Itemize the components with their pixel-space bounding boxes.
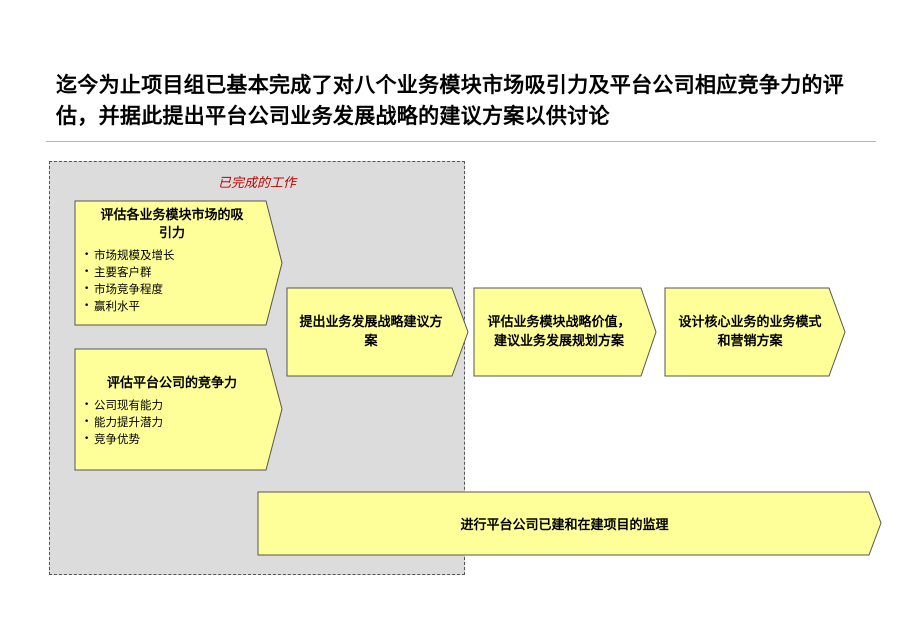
list-item: 竞争优势 — [84, 431, 266, 448]
chevron-business-model-design — [664, 287, 846, 377]
step-project-monitoring: 进行平台公司已建和在建项目的监理 — [460, 518, 669, 533]
market-bullet-list: 市场规模及增长 主要客户群 市场竞争程度 赢利水平 — [84, 247, 266, 315]
step-market-heading: 评估各业务模块市场的吸引力 — [100, 208, 244, 241]
step-platform-competitiveness: 评估平台公司的竞争力 公司现有能力 能力提升潜力 竞争优势 — [78, 375, 266, 465]
chevron-strategic-valuation — [473, 287, 657, 377]
step-competitiveness-heading: 评估平台公司的竞争力 — [106, 376, 237, 391]
step-strategic-valuation: 评估业务模块战略价值，建议业务发展规划方案 — [487, 315, 631, 349]
list-item: 赢利水平 — [84, 298, 266, 315]
chevron-strategy-proposal — [286, 287, 469, 377]
step-strategy-proposal: 提出业务发展战略建议方案 — [299, 315, 443, 349]
completed-work-label: 已完成的工作 — [217, 176, 296, 191]
list-item: 市场规模及增长 — [84, 247, 266, 264]
list-item: 市场竞争程度 — [84, 281, 266, 298]
list-item: 能力提升潜力 — [84, 414, 266, 431]
list-item: 主要客户群 — [84, 264, 266, 281]
list-item: 公司现有能力 — [84, 397, 266, 414]
step-business-model-design: 设计核心业务的业务模式和营销方案 — [678, 315, 822, 349]
page-title: 迄今为止项目组已基本完成了对八个业务模块市场吸引力及平台公司相应竞争力的评估，并… — [56, 73, 845, 128]
title-divider — [46, 141, 876, 142]
competitiveness-bullet-list: 公司现有能力 能力提升潜力 竞争优势 — [84, 397, 266, 448]
chevron-project-monitoring — [257, 491, 882, 556]
step-market-attractiveness: 评估各业务模块市场的吸引力 市场规模及增长 主要客户群 市场竞争程度 赢利水平 — [78, 207, 266, 323]
